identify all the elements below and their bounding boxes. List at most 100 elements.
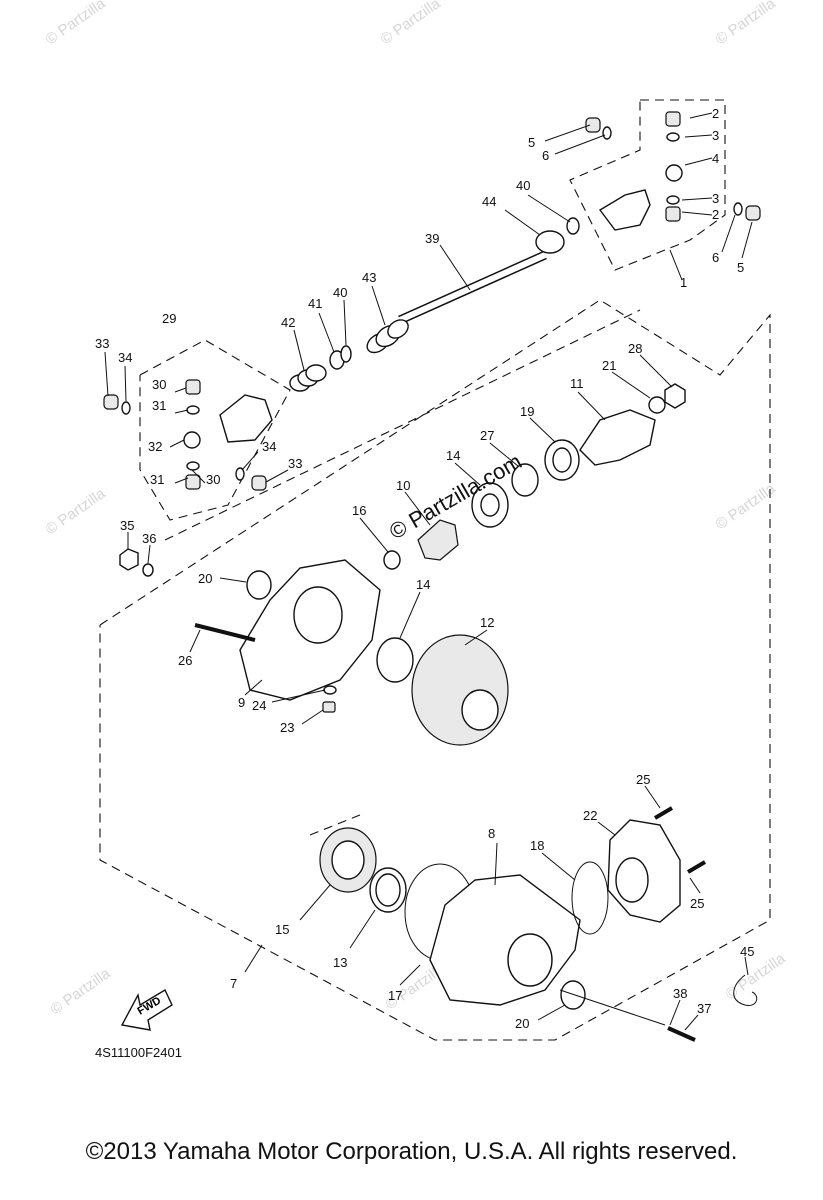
pin [667,1026,696,1042]
drive-shaft-inner [398,252,547,323]
gasket [323,685,337,695]
universal-joint [183,431,201,449]
callout-label: 6 [712,250,719,265]
callout-labels: 2 3 4 5 6 3 2 6 5 1 40 44 39 43 40 41 42… [95,106,754,1031]
callout-label: 44 [482,194,496,209]
group-7-inner-edge [309,814,361,836]
universal-joint [665,164,683,182]
callout-label: 21 [602,358,616,373]
callout-label: 32 [148,439,162,454]
fwd-arrow-icon [120,989,173,1031]
output-yoke [579,409,656,466]
callout-label: 16 [352,503,366,518]
circlip [733,202,743,216]
bearing-cup [251,475,267,491]
compression-spring [305,364,327,382]
watermark: © Partzilla [43,0,109,48]
bearing-cup [665,206,681,222]
callout-label: 15 [275,922,289,937]
callout-label: 31 [150,472,164,487]
callout-label: 7 [230,976,237,991]
gear-components [119,383,686,746]
callout-label: 41 [308,296,322,311]
callout-label: 42 [281,315,295,330]
callout-label: 2 [712,106,719,121]
callout-label: 14 [416,577,430,592]
callout-label: 1 [680,275,687,290]
callout-label: 10 [396,478,410,493]
callout-label: 28 [628,341,642,356]
callout-label: 40 [333,285,347,300]
callout-label: 43 [362,270,376,285]
watermark: © Partzilla [713,0,779,48]
callout-label: 23 [280,720,294,735]
yoke [598,189,651,231]
circlip [340,345,352,363]
ring-gear [411,634,509,746]
watermark: © Partzilla [378,0,444,48]
callout-label: 5 [737,260,744,275]
shaft-assembly [103,111,761,491]
callout-label: 33 [95,336,109,351]
callout-label: 6 [542,148,549,163]
callout-label: 14 [446,448,460,463]
bearing-cup [185,474,201,490]
callout-label: 26 [178,653,192,668]
copyright-notice: ©2013 Yamaha Motor Corporation, U.S.A. A… [85,1138,738,1165]
callout-label: 27 [480,428,494,443]
shaft-boot [387,319,409,339]
callout-label: 12 [480,615,494,630]
callout-label: 3 [712,128,719,143]
callout-label: 33 [288,456,302,471]
callout-label: 5 [528,135,535,150]
collar [535,230,565,254]
bearing-cup [585,117,601,133]
callout-label: 11 [570,376,584,391]
group-boundaries [99,99,771,1041]
callout-label: 31 [152,398,166,413]
callout-label: 38 [673,986,687,1001]
callout-label: 18 [530,838,544,853]
bearing-inner [331,840,365,880]
bearing-cup [745,205,761,221]
callout-label: 45 [740,944,754,959]
watermark: © Partzilla [48,965,114,1019]
callout-label: 19 [520,404,534,419]
diagram-code: 4S11100F2401 [95,1045,182,1060]
case-bore [507,933,553,987]
circlip [235,467,245,481]
callout-label: 34 [262,439,276,454]
callout-label: 4 [712,151,719,166]
callout-label: 20 [515,1016,529,1031]
group-7-boundary [99,299,771,1041]
callout-label: 30 [152,377,166,392]
bolt [194,623,256,642]
o-ring [571,861,609,935]
housing-components [319,806,758,1042]
watermark: © Partzilla [43,485,109,539]
group-1-boundary [569,99,726,271]
callout-label: 37 [697,1001,711,1016]
callout-label: 20 [198,571,212,586]
cover-hub [615,857,649,903]
callout-label: 34 [118,350,132,365]
circlip [511,463,539,497]
leader-lines [104,112,753,1031]
callout-label: 13 [333,955,347,970]
watermark: © Partzilla [713,480,779,534]
oil-seal [560,980,586,1010]
callout-label: 35 [120,518,134,533]
circlip [602,126,612,140]
clip [733,974,758,1006]
callout-label: 17 [388,988,402,1003]
callout-label: 39 [425,231,439,246]
nut [119,548,139,571]
group-29-boundary [139,339,291,521]
circlip [186,461,200,471]
yoke [219,394,273,443]
gear-case-bore [293,586,343,644]
callout-label: 9 [238,695,245,710]
callout-label: 30 [206,472,220,487]
callout-label: 25 [690,896,704,911]
